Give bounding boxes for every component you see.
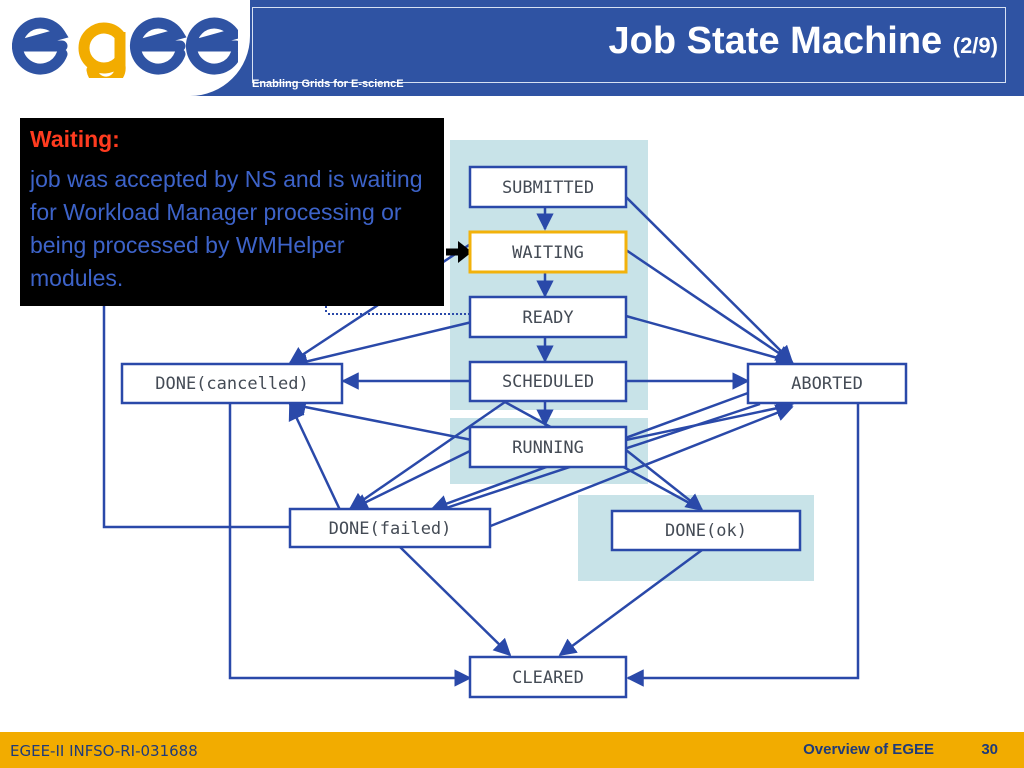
edge-cancelled-cleared [228,403,472,687]
edge-failed-aborted [487,404,794,529]
header-bar: Job State Machine (2/9) Enabling Grids f… [0,0,1024,96]
state-submitted [468,165,628,209]
footer-page-number: 30 [981,741,998,758]
state-running-label: RUNNING [512,438,584,458]
logo-letter-e3 [185,17,238,75]
footer-project-id: EGEE-II INFSO-RI-031688 [10,742,198,760]
logo-letter-e2 [129,17,187,75]
state-cleared [468,655,628,699]
state-done-cancelled-label: DONE(cancelled) [155,374,309,394]
callout-body: job was accepted by NS and is waiting fo… [30,166,423,291]
edge-running-done-ok [625,449,704,512]
title-frame [252,7,1006,83]
state-submitted-label: SUBMITTED [502,178,594,198]
page-title: Job State Machine (2/9) [609,20,998,63]
logo-area [0,0,250,96]
callout-pointer-arrow [458,241,472,263]
state-done-failed [288,507,492,549]
egee-logo [12,17,238,78]
page-title-suffix: (2/9) [952,33,998,58]
edge-ready-cancelled [290,320,473,370]
state-cleared-label: CLEARED [512,668,584,688]
edge-aborted-cleared [626,403,860,687]
logo-letter-g [78,22,126,78]
footer-bar: EGEE-II INFSO-RI-031688 Overview of EGEE… [0,732,1024,768]
state-done-ok-label: DONE(ok) [665,521,747,541]
edge-running-failed [350,448,473,511]
state-waiting-highlighted [468,230,628,274]
callout-heading: Waiting: [30,126,120,152]
state-waiting-label: WAITING [512,243,584,263]
edge-ok-cleared [558,548,703,657]
edge-submitted-aborted [625,196,794,364]
state-ready [468,295,628,339]
state-boxes: SUBMITTED WAITING READY SCHEDULED RUNNIN… [120,165,908,699]
footer-section-title: Overview of EGEE [803,741,934,758]
edge-running-cancelled [288,398,473,442]
state-done-ok [610,509,802,552]
edge-waiting-aborted [625,248,794,364]
state-done-failed-label: DONE(failed) [329,519,452,539]
state-done-cancelled [120,362,344,405]
edge-scheduled-failed [348,400,506,511]
edge-failed-cleared [399,546,512,657]
state-ready-label: READY [522,308,573,328]
edge-failed-cancelled [288,402,342,511]
state-running [468,425,628,469]
edge-ready-aborted [625,314,794,367]
tagline: Enabling Grids for E-sciencE [252,78,404,90]
state-aborted [746,362,908,405]
edge-running-aborted [625,399,794,442]
state-scheduled-label: SCHEDULED [502,372,594,392]
state-aborted-label: ABORTED [791,374,863,394]
page-title-main: Job State Machine [608,20,943,62]
state-description-callout: Waiting: job was accepted by NS and is w… [20,118,444,306]
logo-letter-e1 [12,17,69,75]
state-scheduled [468,360,628,403]
